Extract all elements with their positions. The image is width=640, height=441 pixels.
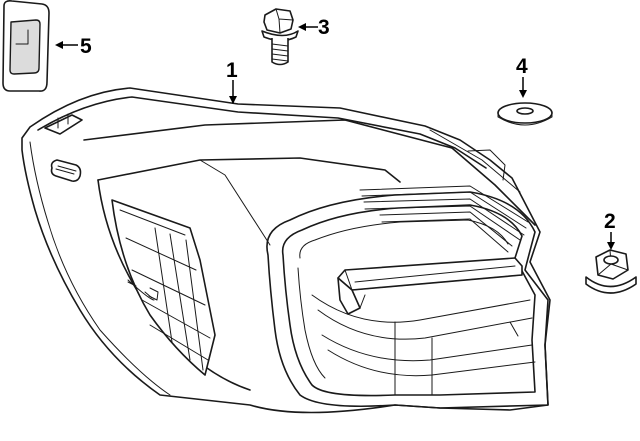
leader-lines <box>55 23 615 250</box>
part-4-washer <box>497 102 553 126</box>
part-5-gasket <box>2 0 50 92</box>
callout-1: 1 <box>226 59 238 82</box>
callout-4: 4 <box>516 55 528 78</box>
part-2-nut <box>585 249 637 294</box>
part-3-bolt <box>261 8 299 66</box>
callout-5: 5 <box>80 35 92 58</box>
callout-3: 3 <box>318 16 330 39</box>
part-1-tail-lamp <box>21 87 551 414</box>
callout-2: 2 <box>604 210 616 233</box>
